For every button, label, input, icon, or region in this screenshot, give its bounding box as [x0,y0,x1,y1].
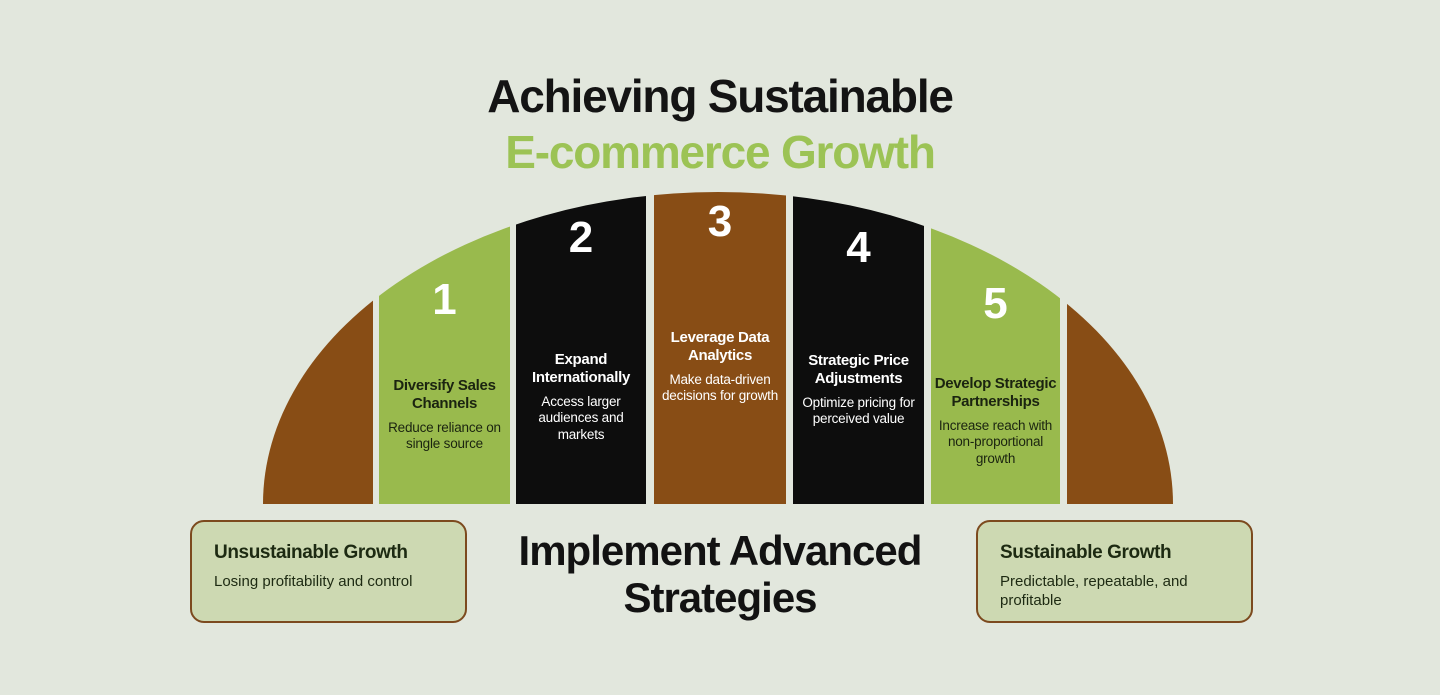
segment-4-title: Strategic Price Adjustments [808,352,909,387]
segment-4-number: 4 [846,223,871,272]
segment-2-number: 2 [568,213,594,262]
segment-5: 5 Develop Strategic Partnerships Increas… [931,0,1060,695]
unsustainable-growth-box: Unsustainable Growth Losing profitabilit… [190,520,467,623]
page-title-line2: E-commerce Growth [505,126,936,179]
segment-3: 3 Leverage Data Analytics Make data-driv… [654,0,786,695]
segment-5-number: 5 [983,279,1008,328]
segment-5-title: Develop Strategic Partnerships [934,375,1057,410]
segment-5-description: Increase reach with non-proportional gro… [938,418,1053,466]
segment-4-description: Optimize pricing for perceived value [802,395,915,427]
sustainable-growth-title: Sustainable Growth [1000,542,1172,563]
arch-wedge-left [263,192,373,504]
sustainable-growth-description: Predictable, repeatable, and profitable [1000,572,1188,610]
segment-2-description: Access larger audiences and markets [538,394,624,442]
segment-1-title: Diversify Sales Channels [393,377,496,412]
segment-2-title: Expand Internationally [531,351,631,386]
page-title-line1: Achieving Sustainable [487,70,954,122]
segment-1-description: Reduce reliance on single source [388,420,501,452]
unsustainable-growth-title: Unsustainable Growth [214,542,408,563]
arch-wedge-right [1067,192,1173,504]
segment-1: 1 Diversify Sales Channels Reduce relian… [379,0,510,695]
center-label: Implement Advanced Strategies [518,527,923,622]
arch-segment-3 [654,192,786,504]
segment-3-title: Leverage Data Analytics [670,329,770,364]
sustainable-growth-box: Sustainable Growth Predictable, repeatab… [976,520,1253,623]
segment-4: 4 Strategic Price Adjustments Optimize p… [793,0,924,695]
unsustainable-growth-description: Losing profitability and control [214,572,413,590]
segment-3-description: Make data-driven decisions for growth [661,372,779,404]
page-title: Achieving Sustainable E-commerce Growth [0,68,1440,180]
segment-1-number: 1 [432,275,457,324]
arch-segment-4 [793,192,924,504]
segment-2: 2 Expand Internationally Access larger a… [516,0,646,695]
segment-3-number: 3 [707,197,733,246]
arch-segment-2 [516,192,646,504]
